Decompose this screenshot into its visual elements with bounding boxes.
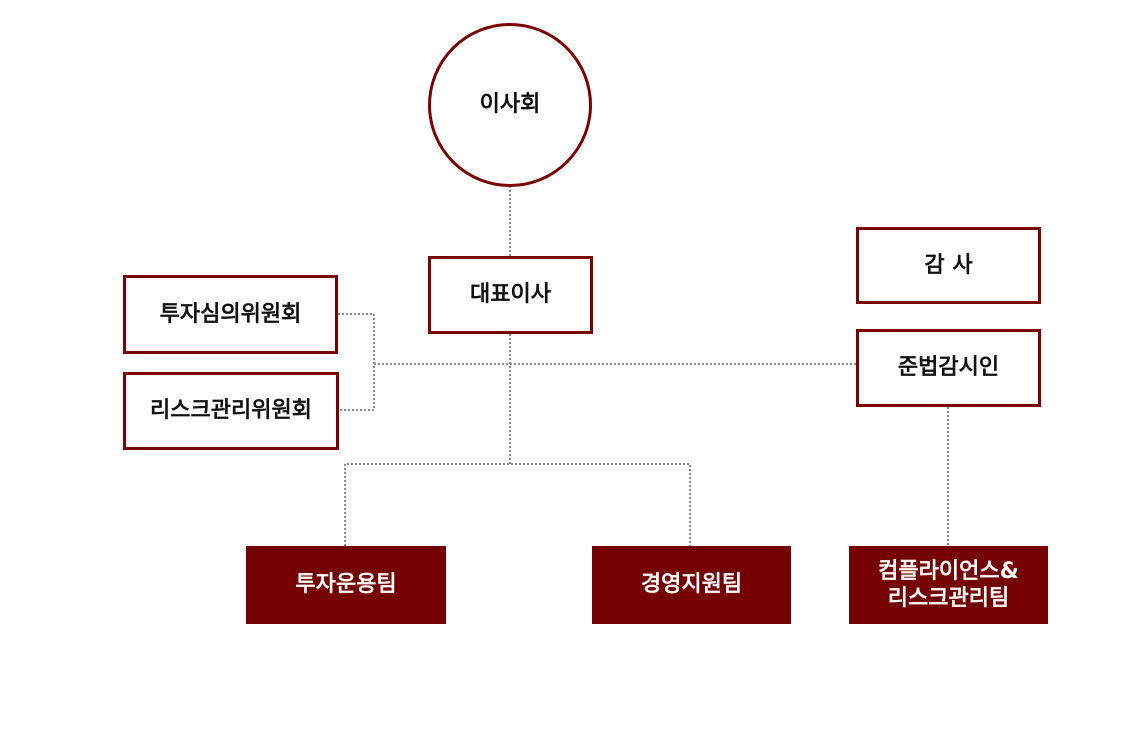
compliance-risk-team-node: 컴플라이언스& 리스크관리팀 bbox=[849, 546, 1048, 624]
line-teams-branch bbox=[344, 463, 691, 546]
ceo-label: 대표이사 bbox=[470, 282, 551, 308]
line-committees-bracket bbox=[338, 313, 375, 411]
investment-committee-label: 투자심의위원회 bbox=[159, 301, 302, 327]
investment-team-node: 투자운용팀 bbox=[246, 546, 446, 624]
risk-committee-node: 리스크관리위원회 bbox=[123, 372, 339, 450]
investment-committee-node: 투자심의위원회 bbox=[123, 275, 338, 354]
risk-committee-label: 리스크관리위원회 bbox=[150, 398, 312, 424]
compliance-officer-label: 준법감시인 bbox=[897, 355, 1000, 381]
ceo-node: 대표이사 bbox=[428, 256, 593, 334]
auditor-label: 감 사 bbox=[924, 252, 973, 278]
compliance-officer-node: 준법감시인 bbox=[856, 329, 1041, 407]
board-label: 이사회 bbox=[479, 92, 541, 118]
compliance-risk-team-label: 컴플라이언스& 리스크관리팀 bbox=[878, 558, 1019, 612]
management-team-node: 경영지원팀 bbox=[592, 546, 791, 624]
investment-team-label: 투자운용팀 bbox=[295, 572, 397, 598]
board-node: 이사회 bbox=[428, 23, 592, 187]
management-team-label: 경영지원팀 bbox=[640, 572, 743, 598]
auditor-node: 감 사 bbox=[856, 227, 1041, 304]
